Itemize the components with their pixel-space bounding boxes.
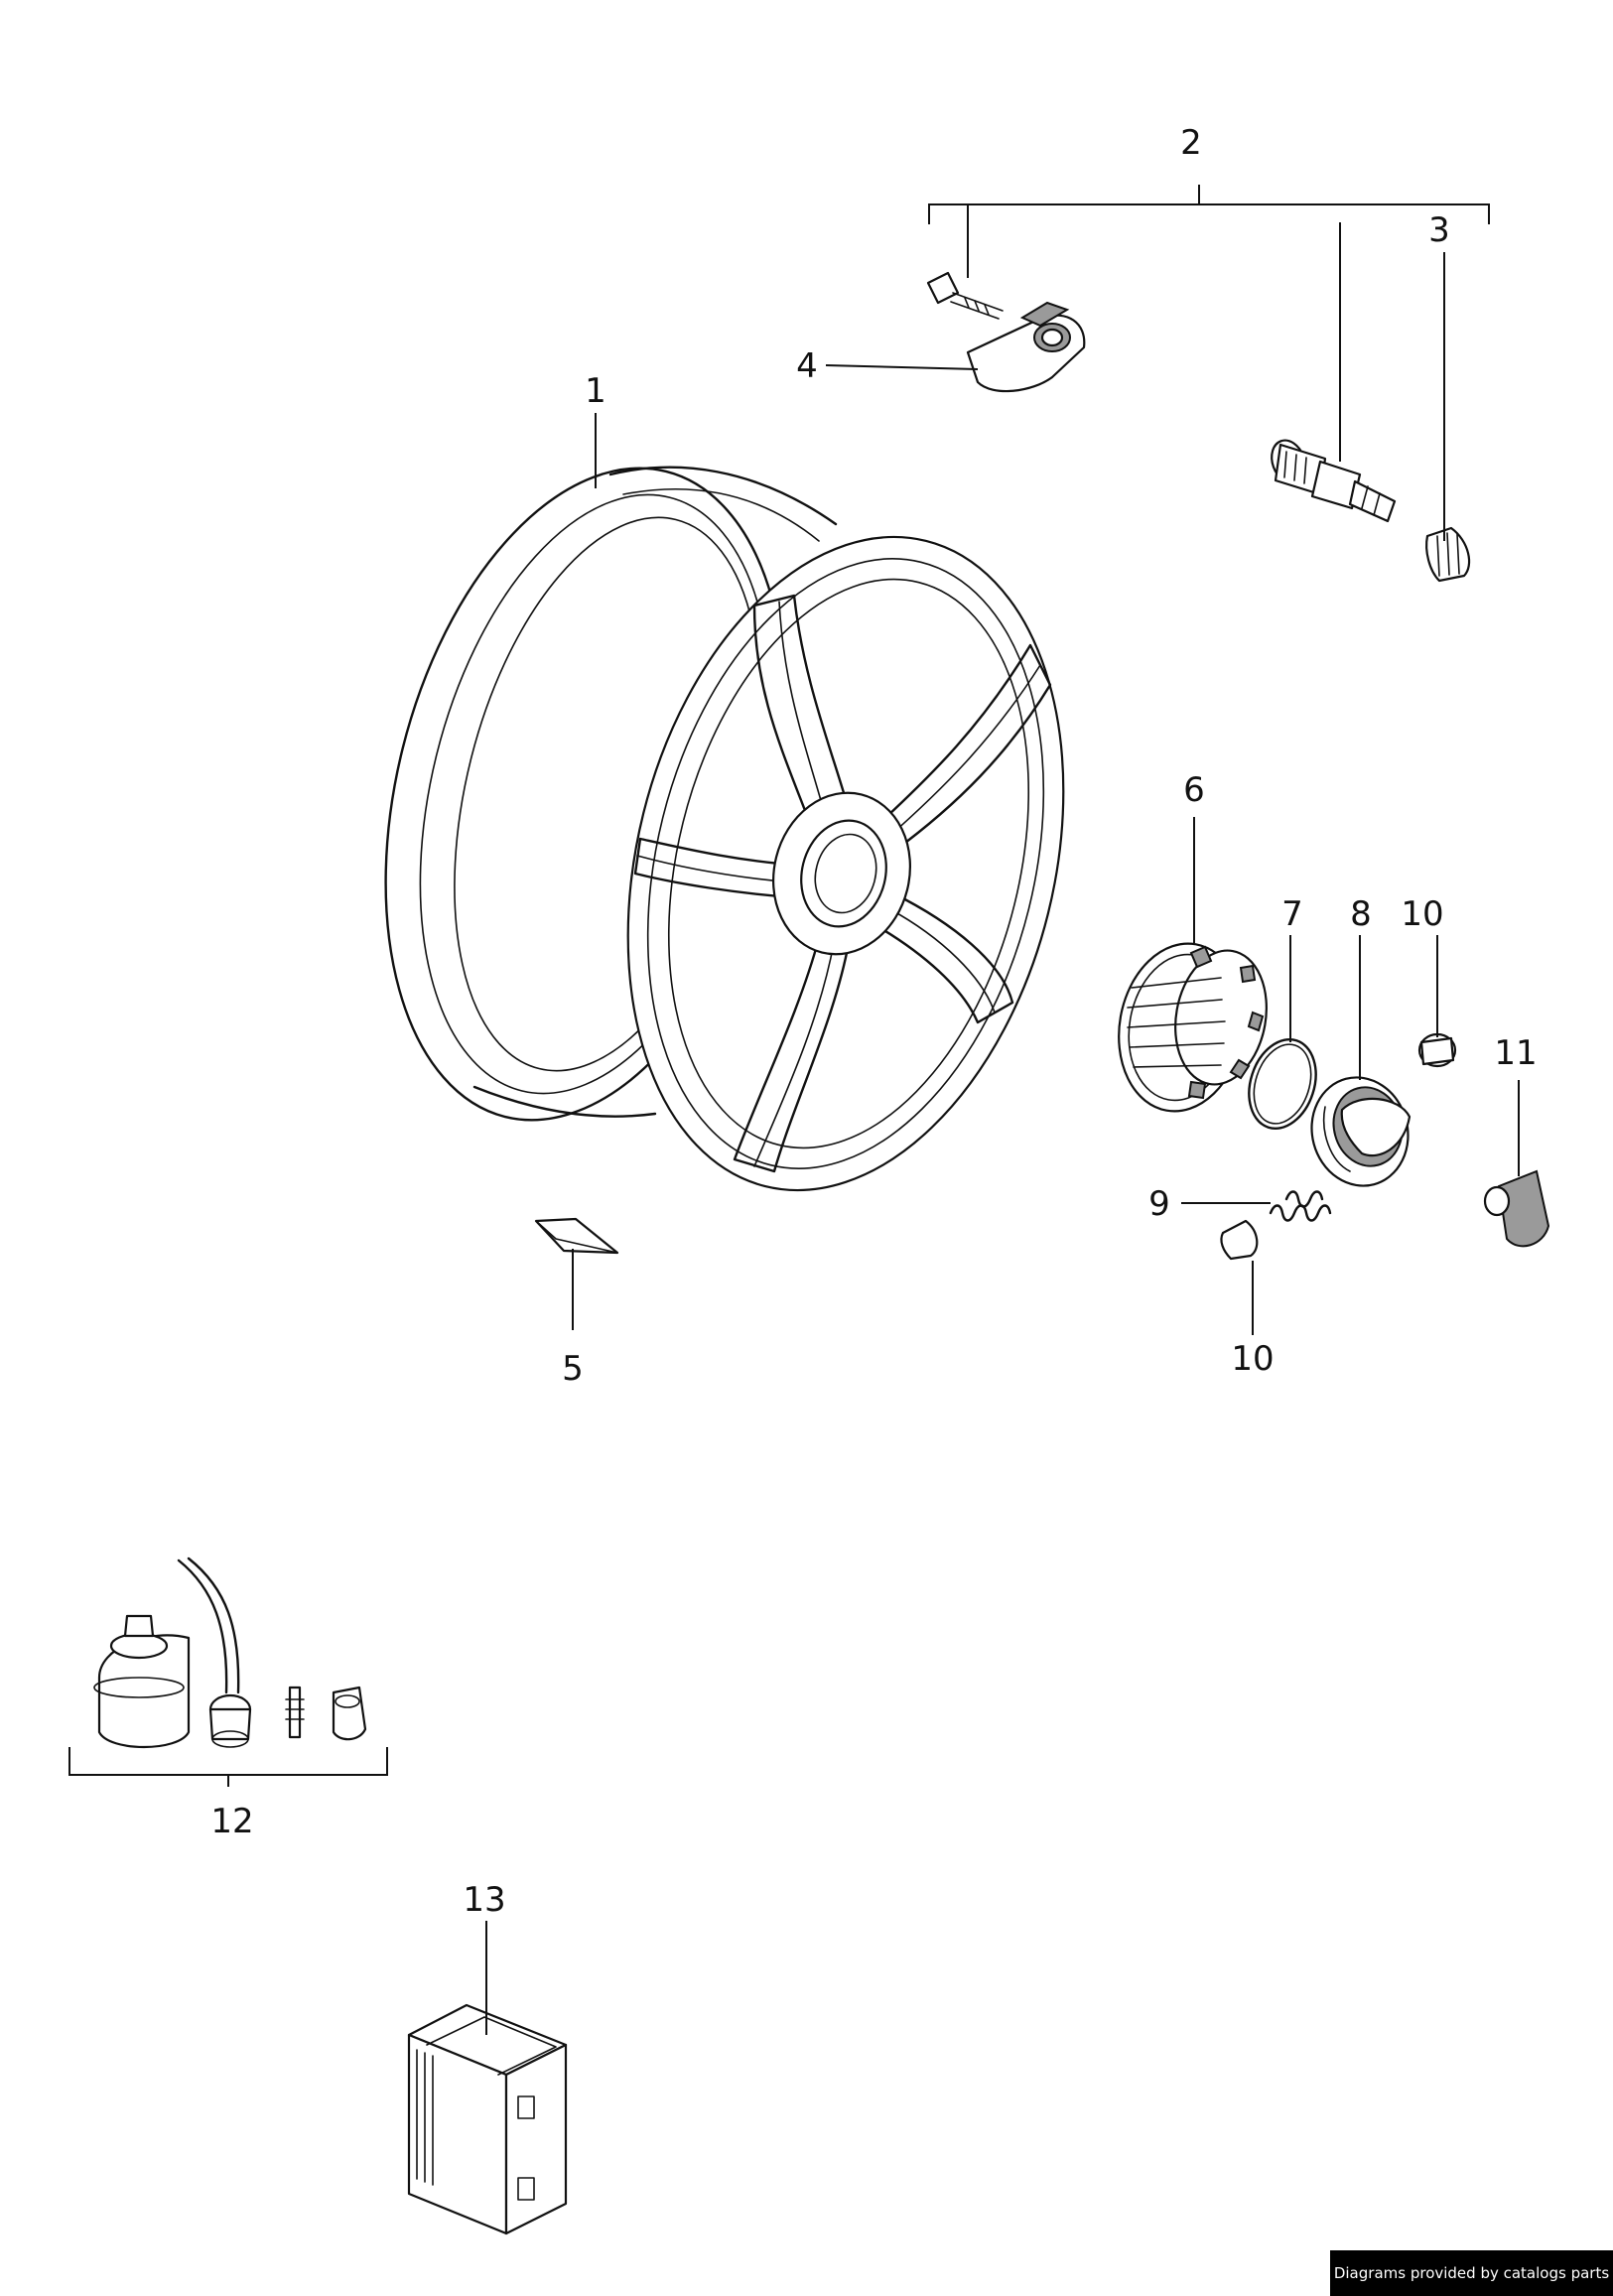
callout-3: 3 [1428,210,1450,250]
callout-10-lower: 10 [1231,1339,1274,1379]
group-bracket-12 [68,1747,388,1787]
tire-repair-kit[interactable] [93,1556,367,1748]
wheel-rim[interactable] [323,426,1129,1237]
center-cap[interactable] [1299,1066,1419,1196]
balance-weight[interactable] [534,1217,619,1255]
spring[interactable] [1269,1190,1332,1222]
credit-badge: Diagrams provided by catalogs parts [1330,2250,1613,2296]
leader-lines [485,185,1520,2035]
callout-7: 7 [1281,894,1303,934]
sensor-screw[interactable] [926,271,1004,320]
badge-clip[interactable] [1483,1169,1550,1248]
callout-13: 13 [463,1880,505,1920]
callout-6: 6 [1183,770,1205,810]
callout-9: 9 [1148,1184,1170,1224]
callout-4: 4 [796,346,818,386]
callout-1: 1 [585,371,606,411]
plug-lower[interactable] [1220,1219,1259,1261]
callout-11: 11 [1494,1033,1537,1073]
callout-2: 2 [1180,123,1202,163]
callout-10-upper: 10 [1401,894,1443,934]
plug-upper[interactable] [1417,1032,1457,1068]
callout-5: 5 [562,1349,584,1389]
compressor-box[interactable] [407,2003,568,2235]
callout-8: 8 [1350,894,1372,934]
o-ring[interactable] [1238,1030,1326,1137]
tpms-valve[interactable] [1266,436,1397,523]
tpms-sensor[interactable] [966,301,1086,393]
valve-cap[interactable] [1425,526,1471,583]
callout-12: 12 [210,1802,253,1841]
center-cap-housing[interactable] [1106,934,1277,1122]
